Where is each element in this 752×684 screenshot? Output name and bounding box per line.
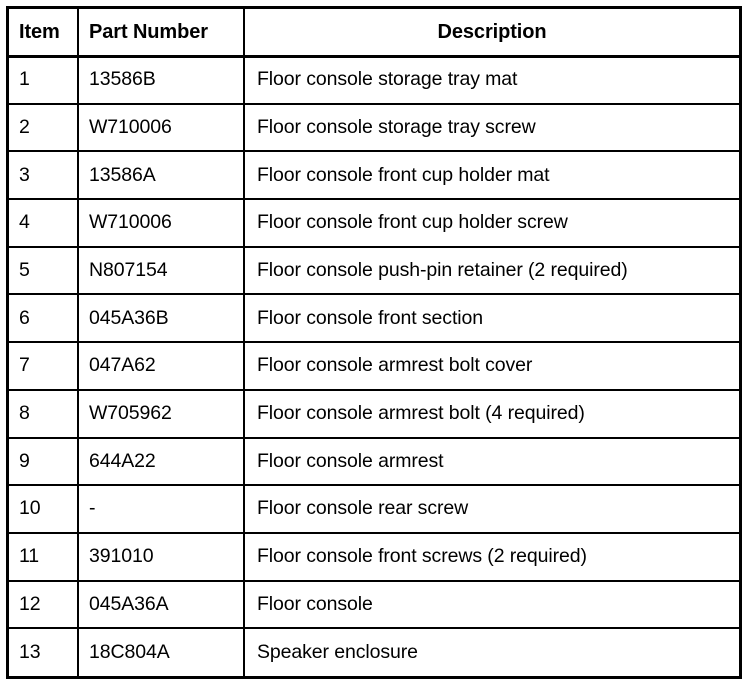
cell-part-number: 045A36A [78,580,245,630]
table-row: 10-Floor console rear screw [9,485,739,534]
cell-part-number: W710006 [78,199,245,248]
cell-item: 11 [9,532,79,582]
table-header-row: Item Part Number Description [9,9,739,58]
cell-description: Floor console push-pin retainer (2 requi… [244,246,739,296]
cell-item: 12 [9,580,79,630]
cell-part-number: W705962 [78,389,245,439]
cell-description: Floor console storage tray screw [244,103,739,153]
cell-item: 3 [9,151,79,201]
cell-description: Speaker enclosure [257,640,418,663]
cell-part-number: 391010 [78,532,245,582]
column-header-part-number: Part Number [78,9,245,58]
cell-part-number: 644A22 [78,437,245,487]
column-header-description: Description [244,9,739,58]
cell-item: 10 [9,485,79,534]
cell-item: 8 [9,389,79,439]
cell-item: 4 [9,199,79,248]
cell-description: Floor console front cup holder screw [244,199,739,248]
cell-part-number: 045A36B [78,294,245,344]
cell-item: 13 [9,628,79,676]
cell-description: Floor console storage tray mat [244,56,739,105]
cell-item: 2 [9,103,79,153]
cell-item: 5 [9,246,79,296]
cell-part-number: 13586A [78,151,245,201]
cell-part-number: 18C804A [78,628,245,676]
cell-item: 9 [9,437,79,487]
cell-description: Floor console [244,580,739,630]
cell-item: 7 [9,342,79,391]
cell-part-number: - [78,485,245,534]
cell-description: Floor console front cup holder mat [244,151,739,201]
cell-item: 6 [9,294,79,344]
table-header: Item Part Number Description [9,9,739,58]
cell-item: 1 [9,56,79,105]
cell-description: Floor console armrest [244,437,739,487]
cell-part-number: W710006 [78,103,245,153]
cell-part-number: 13586B [78,56,245,105]
cell-description: Floor console front section [244,294,739,344]
cell-description: Floor console front screws (2 required) [244,532,739,582]
cell-part-number: N807154 [78,246,245,296]
column-header-item: Item [9,9,79,58]
cell-description: Floor console armrest bolt (4 required) [244,389,739,439]
cell-part-number: 047A62 [78,342,245,391]
cell-description: Floor console armrest bolt cover [244,342,739,391]
cell-description: Floor console rear screw [244,485,739,534]
